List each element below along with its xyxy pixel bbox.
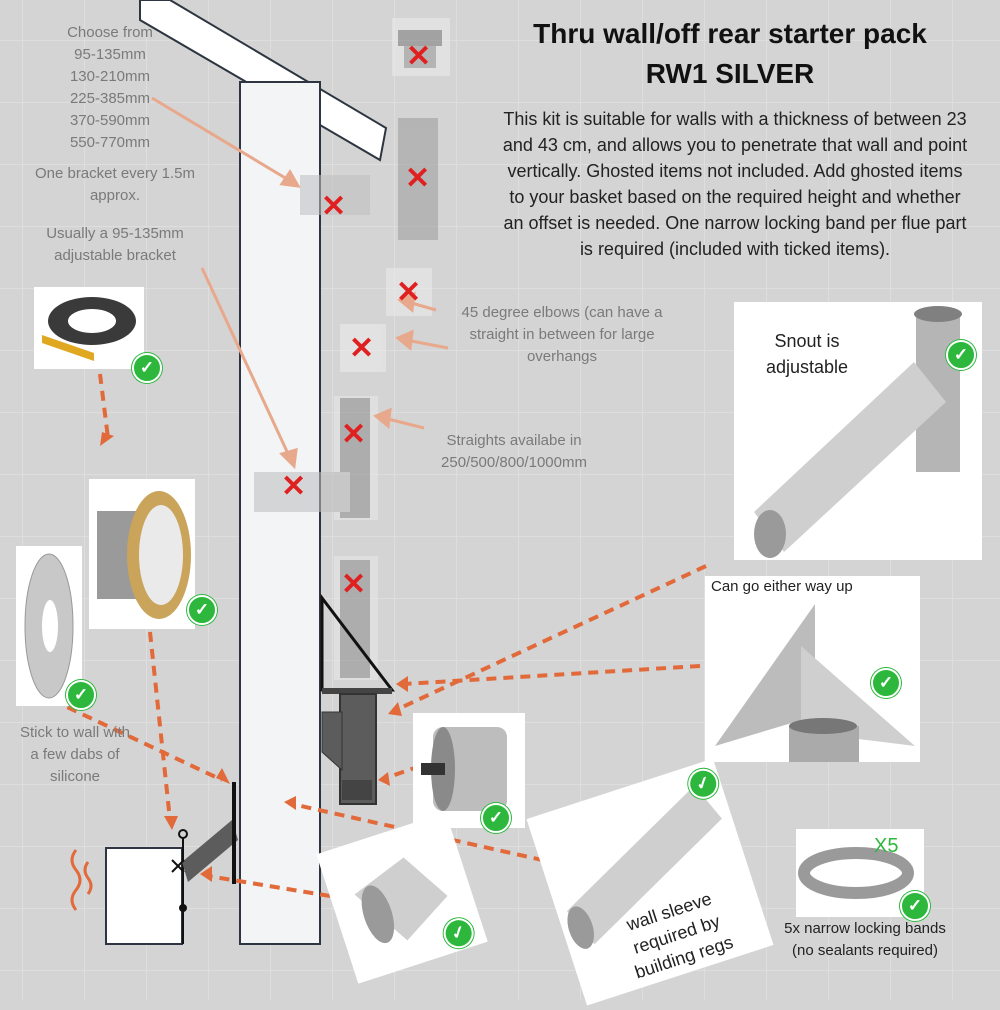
bracket-spacing-label: One bracket every 1.5m approx.: [34, 165, 196, 204]
quantity-badge: X5: [874, 835, 899, 857]
stick-to-wall-label: Stick to wall with a few dabs of silicon…: [19, 724, 131, 785]
snout-label: Snout is adjustable: [765, 331, 849, 377]
check-circle-icon: ✓: [66, 680, 96, 710]
wall-support-card: Can go either way up ✓: [705, 576, 920, 762]
red-cross-icon: ✕: [321, 190, 347, 223]
wall-support-image: [715, 604, 915, 762]
either-way-label: Can go either way up: [711, 578, 853, 595]
bracket-sizes-label: Choose from 95-135mm 130-210mm 225-385mm…: [67, 24, 153, 151]
check-circle-icon: ✓: [900, 891, 930, 921]
annotation-arrows: [151, 96, 449, 470]
red-cross-icon: ✕: [341, 568, 367, 601]
red-cross-icon: ✕: [349, 332, 375, 365]
red-cross-icon: ✕: [281, 470, 307, 503]
tee-image: [754, 306, 962, 558]
check-circle-icon: ✓: [187, 595, 217, 625]
kit-description: This kit is suitable for walls with a th…: [502, 109, 968, 259]
locking-bands-card: X5 ✓: [796, 829, 930, 921]
page-title: Thru wall/off rear starter pack RW1 SILV…: [480, 14, 980, 94]
wall-outline: [239, 81, 321, 945]
red-cross-icon: ✕: [406, 40, 432, 73]
wall-plate-image: [24, 553, 74, 699]
sleeve-adaptor-image: [97, 491, 191, 619]
sealing-tape-image: [42, 297, 136, 361]
elbows-label: 45 degree elbows (can have a straight in…: [461, 304, 663, 365]
check-circle-icon: ✓: [481, 803, 511, 833]
ghosted-items: [254, 18, 450, 680]
elbow-image: [354, 857, 448, 944]
sealing-tape-card: ✓: [34, 287, 162, 383]
wall-sleeve-card: wall sleeve required by building regs ✓: [526, 758, 774, 1006]
tee-card: Snout is adjustable ✓: [734, 302, 982, 560]
title-line-2: RW1 SILVER: [645, 58, 815, 89]
dashed-arrows: [51, 373, 707, 898]
check-circle-icon: ✓: [132, 353, 162, 383]
wall-plate-card: ✓: [16, 546, 96, 710]
sleeve-adaptor-card: ✓: [89, 479, 217, 629]
tee-schematic: [321, 693, 377, 805]
check-circle-icon: ✓: [946, 340, 976, 370]
roof-line: [139, 0, 388, 162]
red-cross-icon: ✕: [405, 162, 431, 195]
cap-image: [421, 727, 507, 811]
straights-label: Straights availabe in 250/500/800/1000mm: [441, 432, 587, 471]
title-line-1: Thru wall/off rear starter pack: [533, 18, 927, 49]
locking-bands-label: 5x narrow locking bands (no sealants req…: [784, 920, 946, 959]
wall-sleeve-image: [566, 785, 722, 949]
locking-band-image: [798, 847, 914, 899]
cap-card: ✓: [413, 713, 525, 833]
check-circle-icon: ✓: [871, 668, 901, 698]
usual-bracket-label: Usually a 95-135mm adjustable bracket: [46, 225, 184, 264]
red-cross-icon: ✕: [396, 276, 422, 309]
appliance-box: [105, 847, 183, 945]
elbow-card: ✓: [316, 812, 488, 984]
connection-elbow: [182, 820, 238, 882]
heat-wave-icon: [70, 849, 93, 911]
red-cross-icon: ✕: [341, 418, 367, 451]
